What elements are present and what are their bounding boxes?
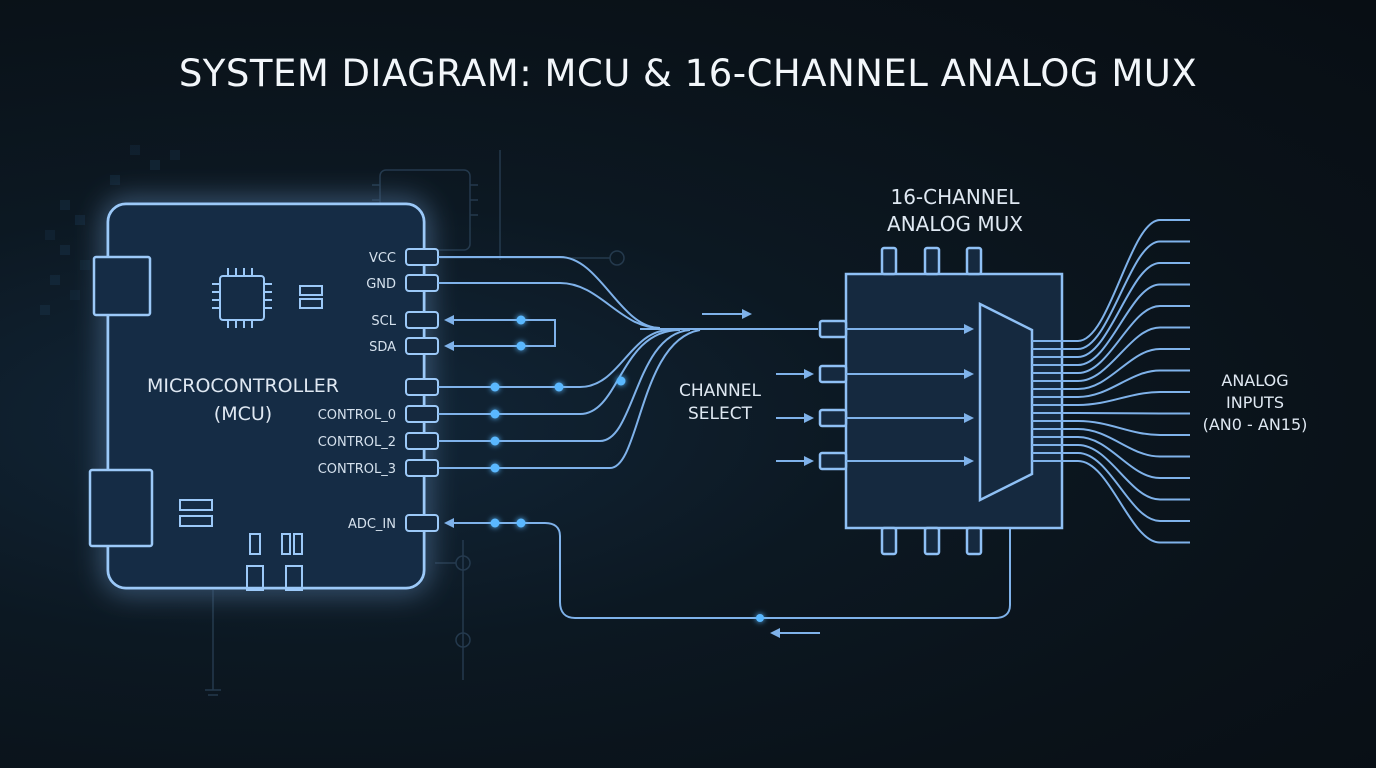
mcu-pin-label: CONTROL_2: [318, 435, 396, 450]
mcu-connector-top: [92, 255, 152, 317]
mcu-label-line2: (MCU): [214, 403, 272, 425]
mcu-label-line1: MICROCONTROLLER: [147, 375, 339, 397]
wire-adc-return: [444, 496, 1011, 619]
mcu-connector-bottom: [88, 468, 154, 548]
channel-select-line1: CHANNEL: [679, 381, 761, 401]
mcu-pin-label: SCL: [371, 314, 396, 329]
mcu-pin-label: SDA: [369, 340, 396, 355]
wire-gnd: [438, 282, 661, 329]
wire-control-3: [438, 329, 701, 469]
smd-component: [179, 499, 213, 511]
analog-input-line: [1032, 240, 1190, 350]
smd-component: [179, 515, 213, 527]
wire-vcc: [438, 256, 661, 329]
mcu-pin: [405, 274, 439, 292]
mcu-pin-label: ADC_IN: [348, 517, 396, 532]
smd-component: [281, 533, 291, 555]
mcu-pin-label: GND: [366, 277, 396, 292]
mux-output-lines: [1032, 219, 1190, 544]
analog-input-line: [1032, 412, 1190, 415]
mcu-pin-label: CONTROL_3: [318, 462, 396, 477]
analog-input-line: [1032, 436, 1190, 479]
mcu-pin: [405, 459, 439, 477]
analog-input-line: [1032, 305, 1190, 374]
mcu-pins: VCC GND SCL SDA CONTROL_0CONTROL_2CONTROL_3A…: [318, 248, 439, 532]
wire-pin5: [438, 329, 671, 388]
wire-control-0: [438, 329, 681, 415]
mux-internal-lines: [846, 324, 974, 466]
analog-input-line: [1032, 219, 1190, 342]
flow-arrows: [702, 309, 820, 638]
mux-symbol: [978, 301, 1034, 503]
mcu-pin: [405, 337, 439, 355]
analog-input-line: [1032, 348, 1190, 390]
analog-inputs-line1: ANALOG: [1221, 371, 1288, 390]
analog-input-line: [1032, 444, 1190, 501]
analog-input-line: [1032, 326, 1190, 382]
mcu-pin: [405, 378, 439, 396]
wire-scl: [444, 315, 556, 351]
analog-input-line: [1032, 391, 1190, 406]
chip-icon: [212, 268, 272, 328]
analog-inputs-line2: INPUTS: [1226, 393, 1284, 412]
analog-input-line: [1032, 420, 1190, 436]
analog-input-line: [1032, 262, 1190, 358]
background-texture: [40, 145, 180, 315]
mcu-board: MICROCONTROLLER (MCU): [88, 202, 426, 591]
mcu-pin: [405, 514, 439, 532]
mcu-pin-label: CONTROL_0: [318, 408, 396, 423]
analog-input-line: [1032, 369, 1190, 398]
smd-component: [299, 285, 323, 296]
mcu-pin: [405, 248, 439, 266]
analog-input-line: [1032, 460, 1190, 544]
wire-control-2: [438, 329, 691, 442]
mux-label-line2: ANALOG MUX: [887, 212, 1023, 236]
mcu-pin: [405, 432, 439, 450]
smd-component: [293, 533, 303, 555]
smd-component: [249, 533, 261, 555]
analog-input-line: [1032, 283, 1190, 366]
wires: [438, 256, 1011, 619]
smd-component: [299, 298, 323, 309]
signal-dots: [490, 315, 764, 622]
bottom-pad: [246, 565, 264, 591]
mcu-pin: [405, 405, 439, 423]
analog-input-line: [1032, 452, 1190, 522]
mux-label-line1: 16-CHANNEL: [890, 185, 1020, 209]
analog-inputs-line3: (AN0 - AN15): [1203, 415, 1308, 434]
bottom-pad: [285, 565, 303, 591]
mcu-pin-label: VCC: [369, 251, 396, 266]
page-title: SYSTEM DIAGRAM: MCU & 16-CHANNEL ANALOG …: [178, 52, 1198, 95]
analog-input-line: [1032, 428, 1190, 458]
channel-select-line2: SELECT: [688, 404, 753, 424]
mux-chip: [818, 246, 1064, 556]
mcu-pin: [405, 311, 439, 329]
